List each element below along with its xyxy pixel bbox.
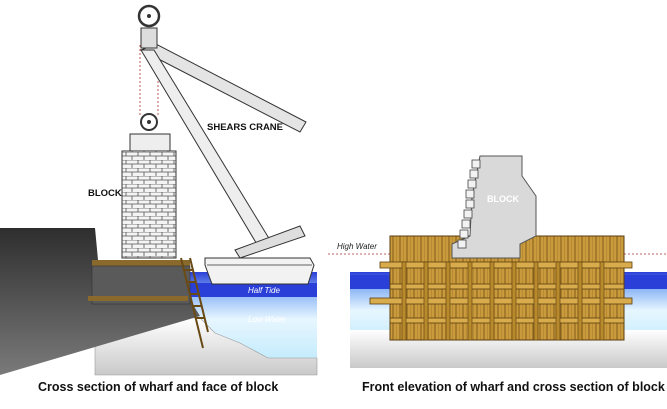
left-caption: Cross section of wharf and face of block bbox=[38, 380, 279, 394]
block-label-right: BLOCK bbox=[487, 194, 519, 204]
left-panel: SHEARS CRANE BLOCK Half Tide Low Water bbox=[0, 4, 318, 376]
right-panel: High Water bbox=[328, 155, 667, 368]
wharf-ladder bbox=[180, 257, 209, 349]
timber-piles bbox=[401, 261, 605, 341]
crane-top-block bbox=[140, 27, 158, 49]
top-pulley-hub bbox=[147, 14, 151, 18]
high-water-label: High Water bbox=[337, 242, 377, 251]
timber-horizontals bbox=[369, 261, 633, 324]
block-cap bbox=[129, 133, 171, 152]
lower-pulley-hub bbox=[147, 120, 151, 124]
low-water-label: Low Water bbox=[248, 315, 286, 324]
right-caption: Front elevation of wharf and cross secti… bbox=[362, 380, 665, 394]
block-label-left: BLOCK bbox=[88, 188, 122, 199]
wharf-deck bbox=[92, 260, 190, 266]
wharf-beam bbox=[88, 296, 188, 301]
crane-label: SHEARS CRANE bbox=[207, 122, 283, 133]
half-tide-label: Half Tide bbox=[248, 286, 280, 295]
crane-base-beam bbox=[234, 225, 306, 259]
half-tide-band bbox=[180, 283, 317, 297]
pontoon bbox=[204, 257, 315, 285]
block-step-edge bbox=[457, 159, 481, 249]
block-cross-section bbox=[451, 155, 537, 259]
brick-block bbox=[121, 150, 177, 259]
